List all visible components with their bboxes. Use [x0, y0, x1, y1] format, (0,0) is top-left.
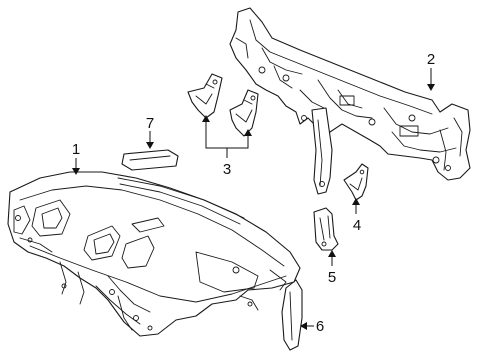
part-3-bracket-left: [187, 73, 223, 119]
leader-lines: [72, 68, 435, 330]
callout-1: 1: [72, 141, 80, 158]
part-4-bracket: [343, 163, 369, 201]
part-5-support-bracket: [313, 207, 339, 251]
callout-6: 6: [316, 318, 324, 335]
callout-7: 7: [146, 115, 154, 132]
callout-4: 4: [353, 217, 361, 234]
callout-5: 5: [328, 269, 336, 286]
part-1-instrument-panel: [7, 171, 301, 337]
callout-3: 3: [223, 161, 231, 178]
part-6-side-cap: [281, 279, 303, 351]
part-7-upper-cover: [121, 149, 179, 171]
part-3-bracket-right: [229, 89, 259, 137]
part-2-reinforcement-beam: [229, 7, 471, 195]
callout-2: 2: [427, 51, 435, 68]
